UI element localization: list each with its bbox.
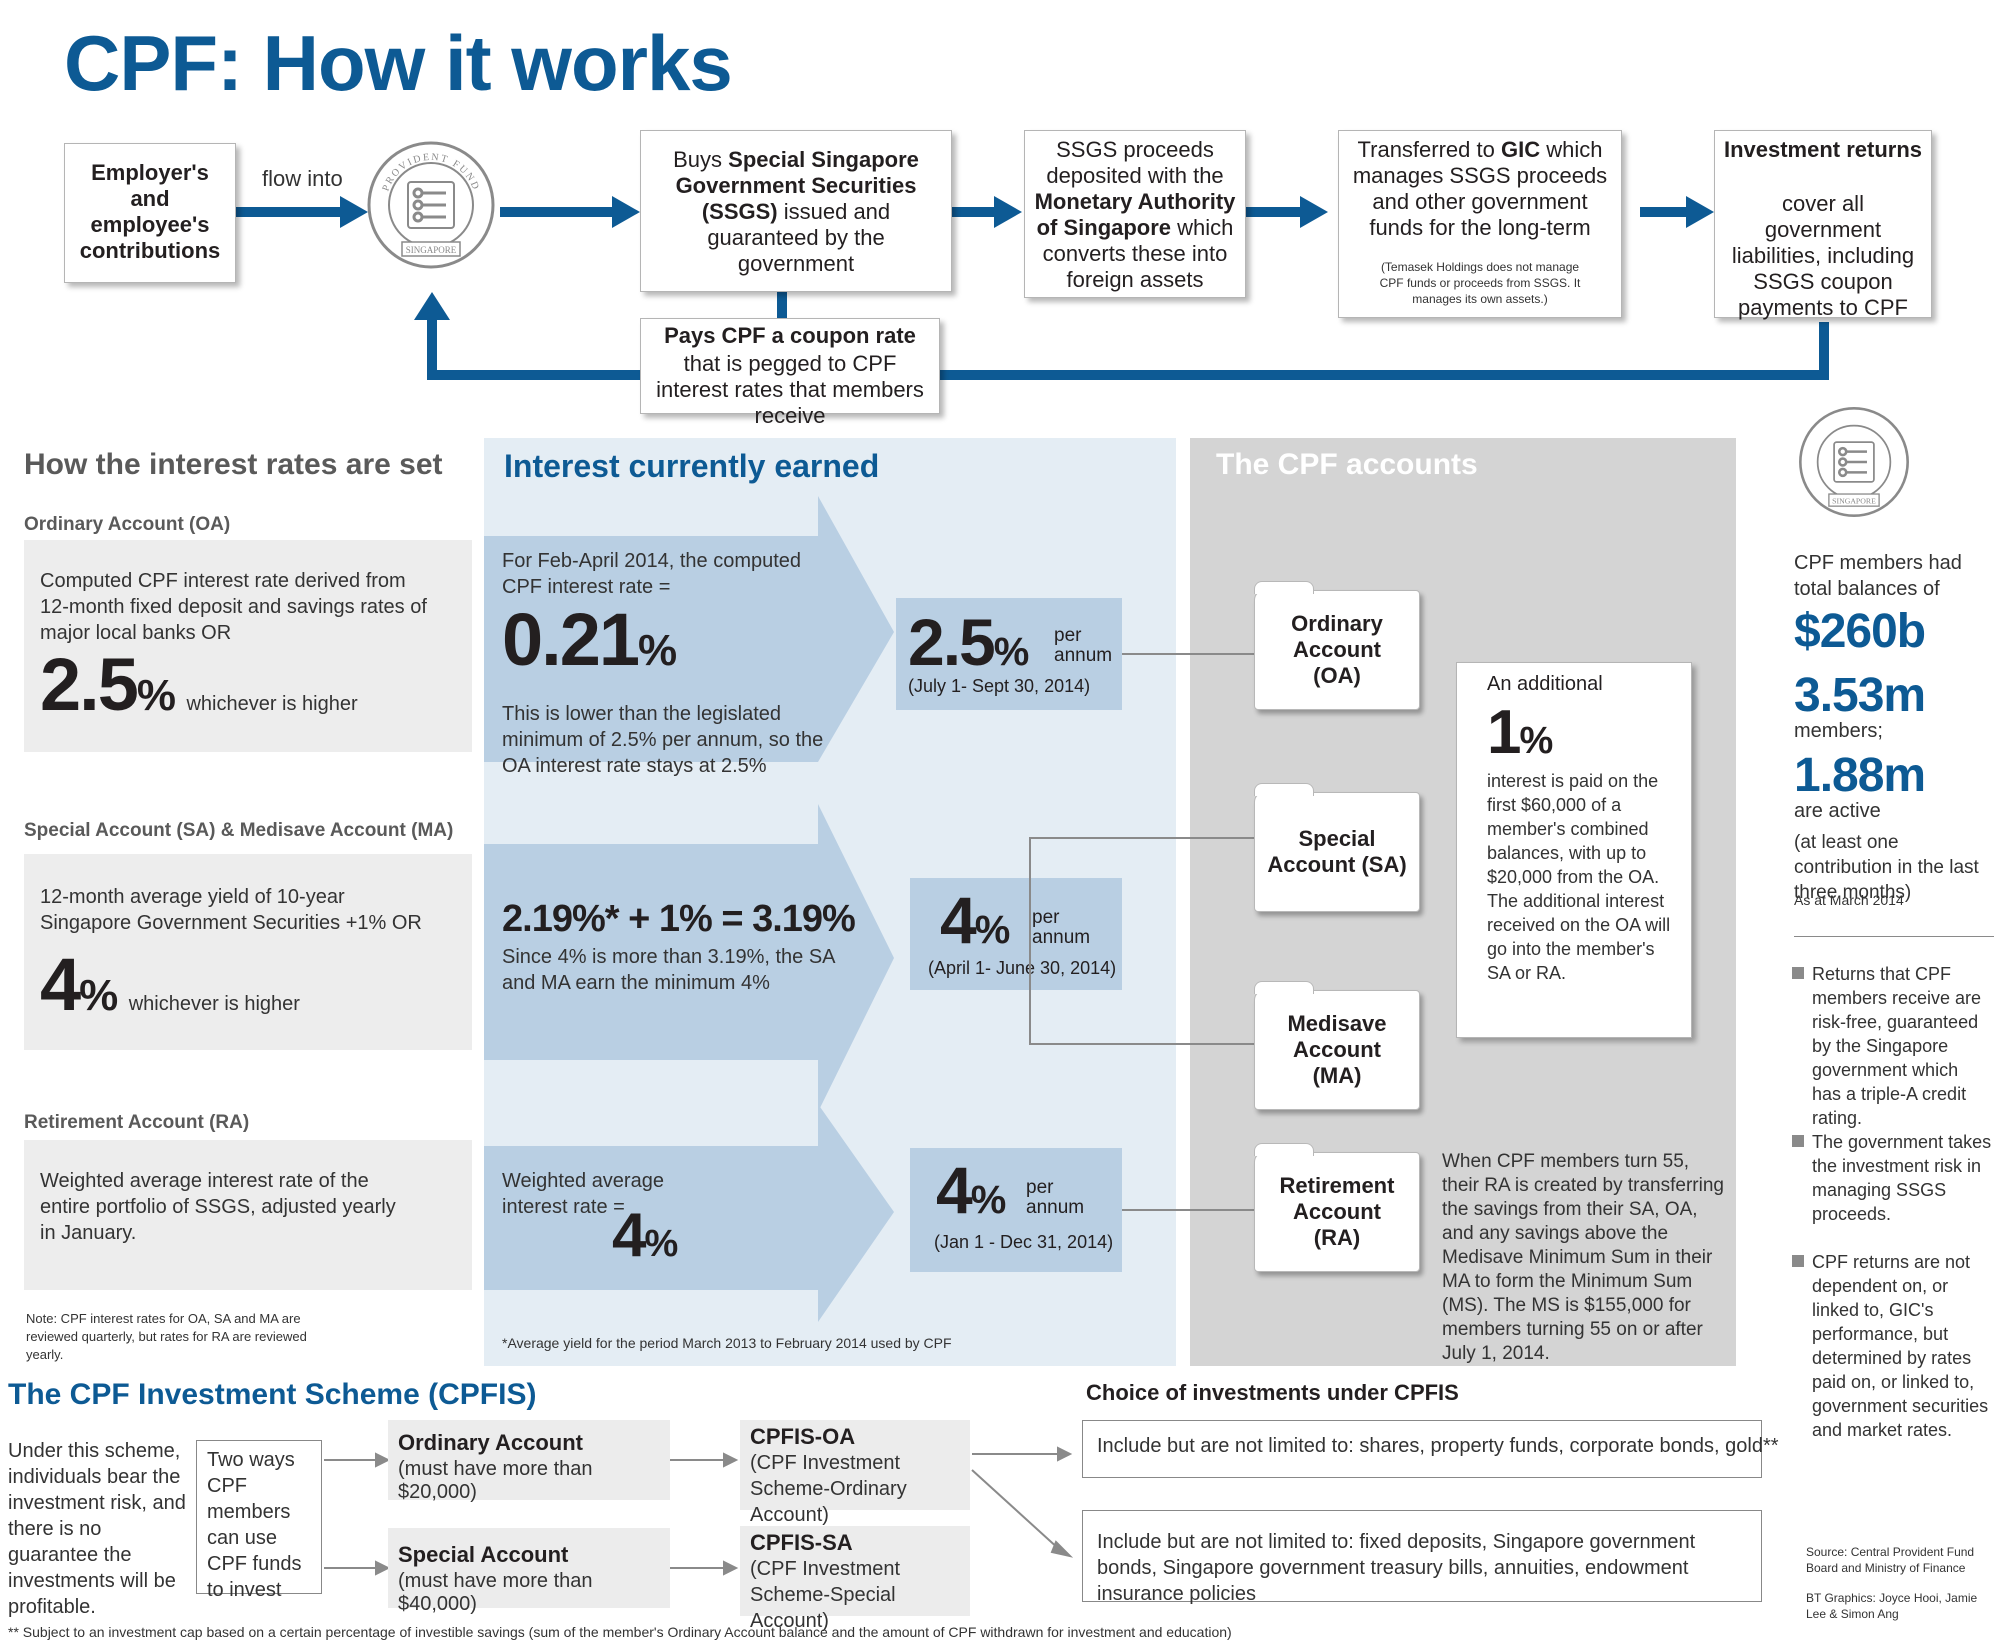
ordinary-account-folder: Ordinary Account (OA) (1254, 581, 1420, 710)
active-count: 1.88m (1794, 749, 1926, 802)
oa-rate-text: Computed CPF interest rate derived from … (40, 570, 427, 644)
additional-intro: An additional (1487, 673, 1603, 695)
cpf-seal-logo: PROVIDENT FUND SINGAPORE (367, 141, 495, 269)
buys-ssgs-text: Buys Special Singapore Government Securi… (673, 147, 919, 276)
gic-card: Transferred to GIC which manages SSGS pr… (1338, 130, 1622, 318)
oa-rate-min: 2.5% whichever is higher (40, 643, 358, 726)
sa-rate-label: Special Account (SA) & Medisave Account … (24, 820, 454, 841)
gic-text: Transferred to GIC which manages SSGS pr… (1352, 137, 1608, 240)
sa-interest-text: Since 4% is more than 3.19%, the SA and … (502, 946, 835, 994)
flow-into-label: flow into (262, 166, 343, 191)
ra-interest-intro: Weighted average interest rate = (502, 1170, 664, 1218)
oa-rate-box: Computed CPF interest rate derived from … (24, 540, 472, 752)
rate1-per-annum: per annum (1054, 625, 1113, 666)
oa-interest-intro: For Feb-April 2014, the computed CPF int… (502, 550, 802, 598)
sa-rate-result: 4% per annum (April 1- June 30, 2014) (910, 878, 1122, 990)
source-credit: Source: Central Provident Fund Board and… (1806, 1545, 1975, 1575)
rate3-per-annum: per annum (1026, 1177, 1085, 1218)
temasek-note: (Temasek Holdings does not manage CPF fu… (1379, 260, 1581, 306)
stats-bullet-3: CPF returns are not dependent on, or lin… (1792, 1250, 1992, 1442)
rate3-period: (Jan 1 - Dec 31, 2014) (934, 1232, 1114, 1252)
graphics-credit: BT Graphics: Joyce Hooi, Jamie Lee & Sim… (1806, 1591, 1978, 1621)
sa-formula: 2.19%* + 1% = 3.19% (502, 898, 856, 940)
oa-interest-text: This is lower than the legislated minimu… (502, 703, 824, 777)
choice-sa-box: Include but are not limited to: fixed de… (1082, 1510, 1762, 1605)
rate2-period: (April 1- June 30, 2014) (928, 958, 1117, 978)
page-title: CPF: How it works (64, 19, 733, 107)
mas-card: SSGS proceeds deposited with the Monetar… (1024, 130, 1246, 298)
investment-returns-card: Investment returns cover all government … (1714, 130, 1932, 320)
members-count: 3.53m (1794, 669, 1926, 722)
as-at-date: As at March 2014 (1794, 892, 1904, 908)
cpfis-intro: Under this scheme, individuals bear the … (8, 1440, 186, 1618)
accounts-heading: The CPF accounts (1216, 448, 1478, 481)
choice-heading: Choice of investments under CPFIS (1086, 1380, 1459, 1405)
svg-text:SINGAPORE: SINGAPORE (406, 245, 457, 255)
cpfis-oa-requirement: Ordinary Account (must have more than $2… (388, 1420, 670, 1503)
oa-rate-label: Ordinary Account (OA) (24, 514, 231, 535)
ra-rate-label: Retirement Account (RA) (24, 1112, 250, 1133)
total-balance: $260b (1794, 605, 1926, 658)
ra-rate-text: Weighted average interest rate of the en… (40, 1170, 396, 1244)
medisave-account-folder: Medisave Account (MA) (1254, 981, 1420, 1110)
additional-rate: 1% (1487, 698, 1554, 767)
cpfis-oa-scheme: CPFIS-OA (CPF Investment Scheme-Ordinary… (740, 1420, 970, 1526)
choice-oa-box: Include but are not limited to: shares, … (1082, 1420, 1779, 1478)
oa-rate-result: 2.5% per annum (July 1- Sept 30, 2014) (896, 598, 1122, 710)
sa-rate-min: 4% whichever is higher (40, 943, 300, 1026)
mas-text: SSGS proceeds deposited with the Monetar… (1034, 137, 1236, 292)
cpfis-sa-scheme: CPFIS-SA (CPF Investment Scheme-Special … (740, 1526, 970, 1632)
active-note: (at least one contribution in the last t… (1794, 832, 1979, 903)
sa-rate-text: 12-month average yield of 10-year Singap… (40, 886, 422, 934)
contributions-card: Employer's and employee's contributions (64, 143, 236, 283)
ra-rate-box: Weighted average interest rate of the en… (24, 1140, 472, 1290)
coupon-card: Pays CPF a coupon rate that is pegged to… (640, 318, 940, 428)
ra-rate-result: 4% per annum (Jan 1 - Dec 31, 2014) (910, 1148, 1122, 1272)
cpfis-heading: The CPF Investment Scheme (CPFIS) (8, 1378, 537, 1411)
interest-heading: Interest currently earned (504, 448, 880, 484)
additional-interest-card: An additional 1% interest is paid on the… (1456, 662, 1692, 1038)
oa-computed-rate: 0.21% (502, 598, 678, 681)
members-label: members; (1794, 720, 1883, 742)
additional-text: interest is paid on the first $60,000 of… (1487, 771, 1671, 983)
stats-bullet-2: The government takes the investment risk… (1792, 1130, 1992, 1226)
cpfis-arrows (324, 1446, 1074, 1576)
ra-creation-text: When CPF members turn 55, their RA is cr… (1442, 1151, 1724, 1364)
contributions-label: Employer's and employee's contributions (79, 160, 221, 263)
cpfis-sa-requirement: Special Account (must have more than $40… (388, 1528, 670, 1615)
cpf-seal-logo-small: SINGAPORE (1799, 407, 1909, 517)
average-yield-footnote: *Average yield for the period March 2013… (502, 1335, 952, 1351)
active-label: are active (1794, 800, 1881, 822)
sa-rate-box: 12-month average yield of 10-year Singap… (24, 854, 472, 1050)
cpfis-footnote: ** Subject to an investment cap based on… (8, 1624, 1232, 1640)
retirement-account-folder: Retirement Account (RA) (1254, 1143, 1420, 1272)
ra-interest-rate: 4% (612, 1201, 679, 1270)
investment-returns-title: Investment returns (1723, 137, 1923, 162)
rate1-period: (July 1- Sept 30, 2014) (908, 676, 1091, 696)
flow-arrows (236, 196, 1829, 380)
investment-returns-text: cover all government liabilities, includ… (1731, 191, 1915, 320)
rates-note: Note: CPF interest rates for OA, SA and … (26, 1311, 307, 1362)
rate2-per-annum: per annum (1032, 907, 1091, 948)
stats-divider (1794, 936, 1994, 937)
coupon-title: Pays CPF a coupon rate (664, 323, 916, 348)
balances-intro: CPF members had total balances of (1794, 552, 1962, 600)
oa-interest-block: For Feb-April 2014, the computed CPF int… (502, 548, 852, 779)
buys-ssgs-card: Buys Special Singapore Government Securi… (640, 130, 952, 292)
coupon-text: that is pegged to CPF interest rates tha… (656, 351, 924, 428)
rates-set-heading: How the interest rates are set (24, 448, 443, 481)
two-ways-box: Two ways CPF members can use CPF funds t… (196, 1440, 322, 1601)
svg-text:SINGAPORE: SINGAPORE (1832, 497, 1876, 506)
interest-chevrons (484, 496, 894, 1322)
special-account-folder: Special Account (SA) (1254, 783, 1420, 912)
stats-bullet-1: Returns that CPF members receive are ris… (1792, 962, 1992, 1130)
